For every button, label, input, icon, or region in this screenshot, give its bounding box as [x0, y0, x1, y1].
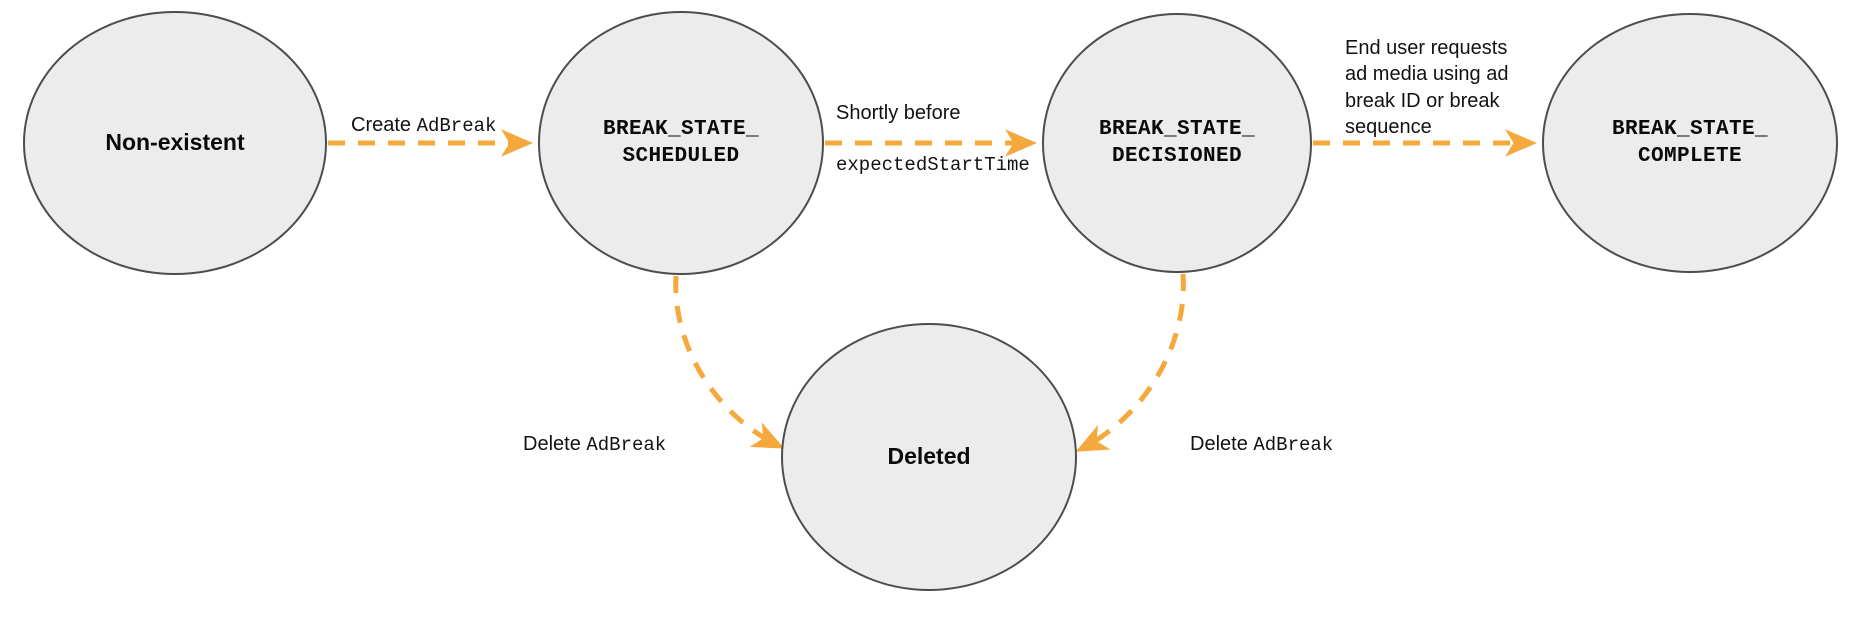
node-label-break-state-decisioned: BREAK_STATE_ DECISIONED — [1098, 117, 1256, 168]
edge-delete-from-decisioned — [1075, 273, 1186, 452]
node-break-state-complete[interactable]: BREAK_STATE_ COMPLETE — [1542, 13, 1838, 273]
node-label-deleted: Deleted — [887, 443, 971, 470]
node-deleted[interactable]: Deleted — [781, 323, 1077, 591]
node-label-non-existent: Non-existent — [105, 129, 245, 156]
node-label-break-state-scheduled: BREAK_STATE_ SCHEDULED — [602, 117, 760, 168]
edge-delete-from-scheduled — [673, 275, 785, 449]
node-non-existent[interactable]: Non-existent — [23, 11, 327, 275]
node-break-state-decisioned[interactable]: BREAK_STATE_ DECISIONED — [1042, 13, 1312, 273]
node-label-break-state-complete: BREAK_STATE_ COMPLETE — [1611, 117, 1769, 168]
node-break-state-scheduled[interactable]: BREAK_STATE_ SCHEDULED — [538, 11, 824, 275]
